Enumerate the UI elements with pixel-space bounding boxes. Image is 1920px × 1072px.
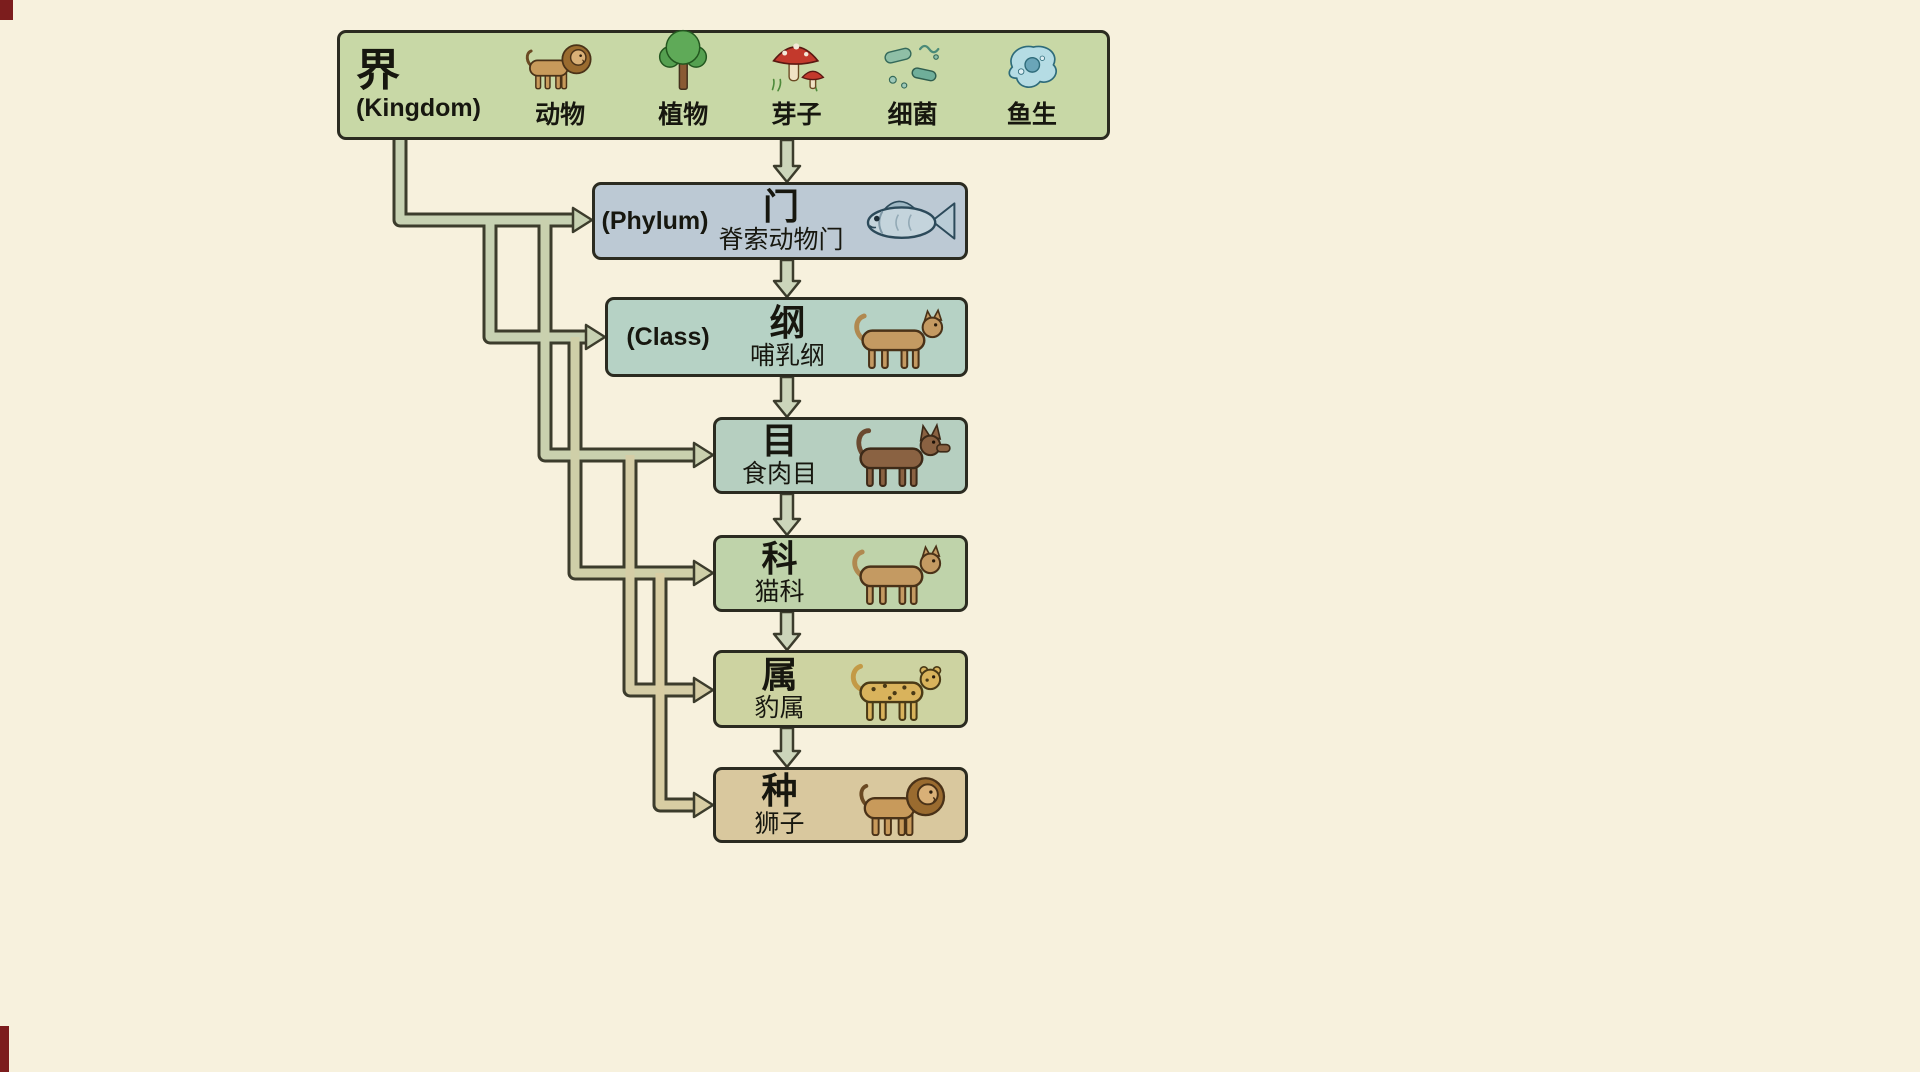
- order-box: 目 食肉目: [713, 417, 968, 494]
- arrow-kingdom-phylum: [772, 138, 802, 184]
- cat-icon: [849, 539, 959, 608]
- kingdom-item-label: 芽子: [771, 101, 822, 129]
- family-text: 科 猫科: [716, 538, 843, 607]
- kingdom-item-label: 鱼生: [1006, 101, 1057, 129]
- kingdom-item-animals: 动物: [521, 38, 599, 131]
- arrow-genus-species: [772, 726, 802, 769]
- kingdom-item-label: 动物: [535, 101, 586, 129]
- phylum-icon-wrap: [847, 192, 965, 250]
- class-english: (Class): [626, 322, 710, 351]
- family-name: 猫科: [754, 578, 805, 607]
- kingdom-item-bacteria: 细菌: [880, 40, 946, 131]
- genus-icon-wrap: [843, 655, 965, 724]
- class-hanzi: 纲: [769, 301, 806, 343]
- kingdom-rank-label: 界 (Kingdom): [356, 47, 494, 124]
- genus-name: 豹属: [754, 693, 805, 722]
- corner-mark-bottom-left: [0, 1026, 9, 1072]
- corner-mark-top-left: [0, 0, 13, 20]
- arrow-order-family: [772, 492, 802, 537]
- family-icon-wrap: [843, 539, 965, 608]
- phylum-text: 门 脊索动物门: [715, 185, 847, 254]
- dog-icon: [849, 421, 959, 490]
- order-name: 食肉目: [741, 460, 817, 489]
- phylum-english: (Phylum): [601, 206, 709, 235]
- arrow-phylum-class: [772, 258, 802, 299]
- mushroom-icon: [767, 32, 825, 94]
- genus-hanzi: 属: [761, 653, 798, 695]
- kingdom-hanzi: 界: [356, 45, 400, 95]
- amoeba-icon: [1000, 38, 1064, 94]
- kingdom-item-label: 细菌: [887, 101, 938, 129]
- arrow-to-phylum: [571, 206, 594, 234]
- order-text: 目 食肉目: [716, 420, 843, 489]
- order-hanzi: 目: [761, 420, 798, 462]
- arrow-family-genus: [772, 610, 802, 652]
- species-box: 种 狮子: [713, 767, 968, 843]
- cougar-icon: [851, 303, 961, 372]
- arrow-to-family: [692, 559, 715, 587]
- fish-icon: [852, 192, 960, 250]
- kingdom-items: 动物 植物 芽子 细菌 鱼生: [494, 33, 1091, 137]
- leopard-icon: [849, 655, 959, 724]
- arrow-to-genus: [692, 676, 715, 704]
- arrow-class-order: [772, 375, 802, 419]
- genus-box: 属 豹属: [713, 650, 968, 728]
- genus-text: 属 豹属: [716, 653, 843, 722]
- order-icon-wrap: [843, 421, 965, 490]
- phylum-box: (Phylum) 门 脊索动物门: [592, 182, 968, 260]
- tree-icon: [653, 27, 713, 94]
- phylum-hanzi: 门: [762, 185, 799, 227]
- class-name: 哺乳纲: [749, 341, 825, 370]
- kingdom-item-fungi: 芽子: [767, 32, 825, 131]
- class-text: 纲 哺乳纲: [728, 301, 847, 370]
- class-box: (Class) 纲 哺乳纲: [605, 297, 968, 377]
- kingdom-item-plants: 植物: [653, 27, 713, 131]
- arrow-to-order: [692, 441, 715, 469]
- species-name: 狮子: [754, 809, 805, 838]
- class-icon-wrap: [847, 303, 965, 372]
- family-box: 科 猫科: [713, 535, 968, 612]
- kingdom-box: 界 (Kingdom) 动物 植物 芽子 细菌 鱼生: [337, 30, 1110, 140]
- species-icon-wrap: [843, 769, 965, 842]
- lion-icon: [521, 38, 599, 94]
- family-hanzi: 科: [761, 538, 798, 580]
- bacteria-icon: [880, 40, 946, 94]
- arrow-to-class: [584, 323, 607, 351]
- arrow-to-species: [692, 791, 715, 819]
- species-text: 种 狮子: [716, 769, 843, 838]
- kingdom-item-protists: 鱼生: [1000, 38, 1064, 131]
- phylum-name: 脊索动物门: [718, 225, 844, 254]
- kingdom-item-label: 植物: [658, 101, 709, 129]
- lion-icon: [854, 769, 954, 842]
- species-hanzi: 种: [761, 769, 798, 811]
- kingdom-english: (Kingdom): [356, 94, 481, 123]
